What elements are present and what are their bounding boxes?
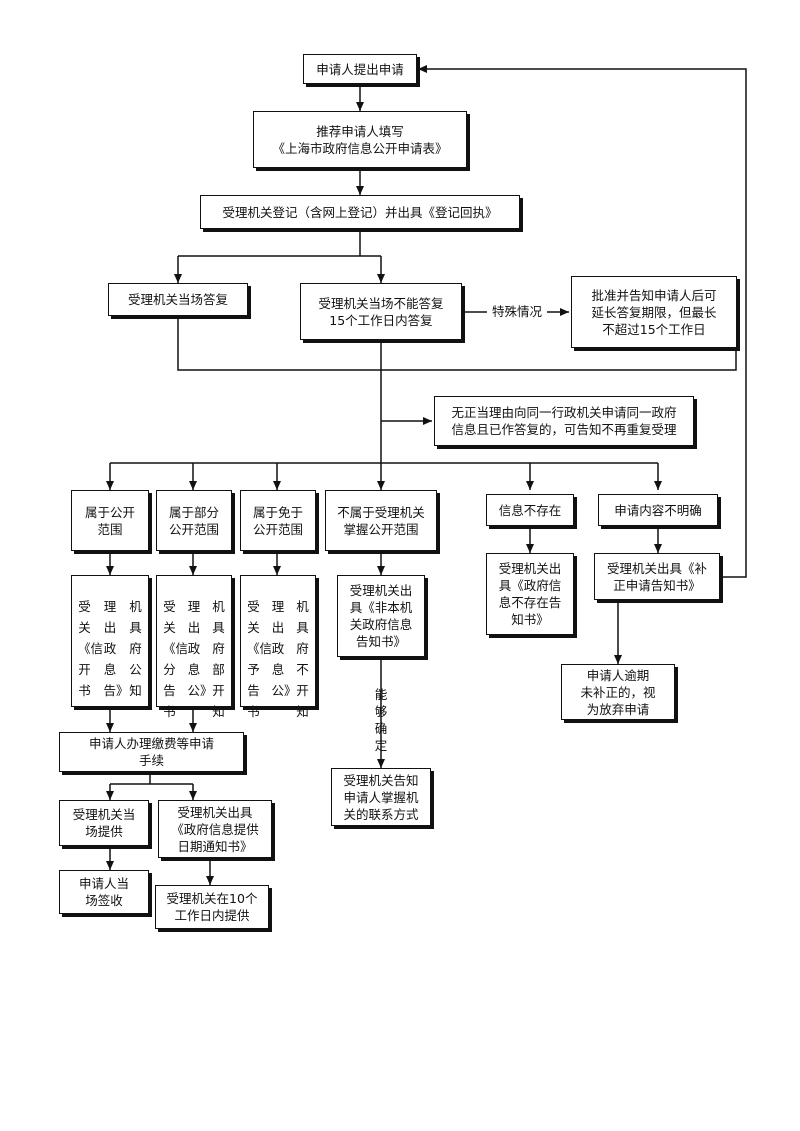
box-notice-not-held: 受理机关出 具《非本机 关政府信息 告知书》 bbox=[337, 575, 425, 657]
box-exempt-scope: 属于免于 公开范围 bbox=[240, 490, 316, 551]
box-fee-procedures: 申请人办理缴费等申请 手续 bbox=[59, 732, 244, 772]
box-extend-deadline: 批准并告知申请人后可 延长答复期限，但最长 不超过15个工作日 bbox=[571, 276, 737, 348]
notice-partial-col1: 受关《信分告书 bbox=[163, 599, 189, 719]
box-submit-application: 申请人提出申请 bbox=[303, 54, 417, 84]
box-register-receipt: 受理机关登记（含网上登记）并出具《登记回执》 bbox=[200, 195, 520, 229]
box-public-scope: 属于公开 范围 bbox=[71, 490, 149, 551]
notice-partial-col2: 理出政息公》 bbox=[187, 599, 213, 698]
box-provide-date-notice: 受理机关出具 《政府信息提供 日期通知书》 bbox=[158, 800, 272, 858]
notice-exempt-col3: 机具府不开知 bbox=[296, 599, 309, 719]
box-not-held-scope: 不属于受理机关 掌握公开范围 bbox=[325, 490, 437, 551]
box-deemed-abandoned: 申请人逾期 未补正的，视 为放弃申请 bbox=[561, 664, 675, 720]
box-provide-on-spot: 受理机关当 场提供 bbox=[59, 800, 149, 846]
box-contact-info: 受理机关告知 申请人掌握机 关的联系方式 bbox=[331, 768, 431, 826]
box-notice-not-exist: 受理机关出 具《政府信 息不存在告 知书》 bbox=[486, 553, 574, 635]
label-determinable: 能够确定 bbox=[374, 687, 388, 753]
box-partial-scope: 属于部分 公开范围 bbox=[156, 490, 232, 551]
notice-public-col2: 理出政息告》 bbox=[103, 599, 129, 698]
box-notice-public: 受关《信开书 理出政息告》 机具府公知 bbox=[71, 575, 149, 707]
box-provide-10-days: 受理机关在10个 工作日内提供 bbox=[155, 885, 269, 929]
box-notice-amend: 受理机关出具《补 正申请告知书》 bbox=[594, 553, 720, 600]
box-content-unclear: 申请内容不明确 bbox=[598, 494, 718, 526]
box-sign-receipt: 申请人当 场签收 bbox=[59, 870, 149, 914]
line-reply-now-merge bbox=[177, 316, 737, 371]
box-notice-exempt: 受关《信予告书 理出政息公》 机具府不开知 bbox=[240, 575, 316, 719]
box-info-not-exist: 信息不存在 bbox=[486, 494, 574, 526]
notice-public-col3: 机具府公知 bbox=[129, 599, 142, 698]
notice-exempt-col2: 理出政息公》 bbox=[271, 599, 297, 698]
box-reply-on-spot: 受理机关当场答复 bbox=[108, 283, 248, 316]
notice-exempt-col1: 受关《信予告书 bbox=[247, 599, 273, 719]
box-no-repeat: 无正当理由向同一行政机关申请同一政府 信息且已作答复的，可告知不再重复受理 bbox=[434, 396, 694, 446]
notice-partial-col3: 机具府部开知 bbox=[212, 599, 225, 719]
box-reply-15-days: 受理机关当场不能答复 15个工作日内答复 bbox=[300, 283, 462, 340]
arrow-amend-loop-back bbox=[418, 65, 747, 578]
box-recommend-form: 推荐申请人填写 《上海市政府信息公开申请表》 bbox=[253, 111, 467, 168]
label-special-case: 特殊情况 bbox=[487, 304, 547, 320]
box-notice-partial: 受关《信分告书 理出政息公》 机具府部开知 bbox=[156, 575, 232, 719]
notice-public-col1: 受关《信开书 bbox=[78, 599, 104, 698]
